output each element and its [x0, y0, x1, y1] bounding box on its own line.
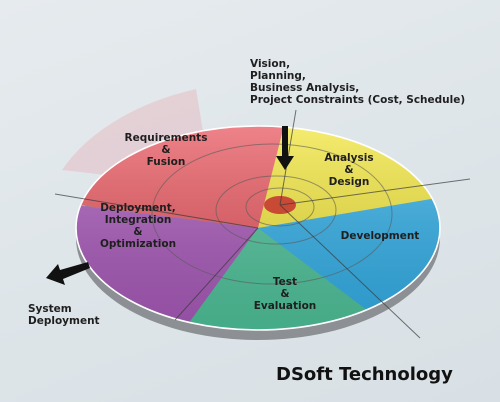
- label-line: Evaluation: [253, 300, 317, 312]
- planning-note-line: Business Analysis,: [250, 82, 360, 94]
- arrow-left-icon: [46, 262, 90, 285]
- label-line: Development: [340, 230, 420, 242]
- ring-1: [245, 187, 315, 227]
- label-line: Optimization: [99, 238, 177, 250]
- label-line: &: [133, 226, 143, 238]
- label-line: &: [344, 164, 354, 176]
- label-system-deployment: System Deployment: [28, 303, 100, 327]
- label-line: Requirements: [124, 132, 208, 144]
- brand-name: DSoft Technology: [276, 364, 453, 385]
- arrow-down-icon: [276, 126, 294, 170]
- label-deployment: Deployment, Integration & Optimization: [88, 202, 188, 250]
- ring-2: [215, 175, 337, 245]
- label-line: Deployment: [28, 315, 100, 327]
- label-line: System: [28, 303, 72, 315]
- ring-outer: [75, 125, 441, 331]
- label-requirements: Requirements & Fusion: [118, 132, 214, 168]
- label-line: Deployment,: [100, 202, 176, 214]
- label-line: Analysis: [324, 152, 374, 164]
- label-line: Test: [272, 276, 298, 288]
- label-analysis-design: Analysis & Design: [314, 152, 384, 188]
- label-development: Development: [338, 230, 422, 242]
- label-line: Fusion: [146, 156, 186, 168]
- planning-note-line: Planning,: [250, 70, 306, 82]
- planning-note-line: Project Constraints (Cost, Schedule): [250, 94, 466, 106]
- label-line: Integration: [104, 214, 172, 226]
- label-test-evaluation: Test & Evaluation: [240, 276, 330, 312]
- planning-note: Vision, Planning, Business Analysis, Pro…: [250, 58, 465, 106]
- label-line: &: [161, 144, 171, 156]
- ring-3: [151, 143, 393, 285]
- label-line: &: [280, 288, 290, 300]
- planning-note-line: Vision,: [250, 58, 291, 70]
- label-line: Design: [328, 176, 370, 188]
